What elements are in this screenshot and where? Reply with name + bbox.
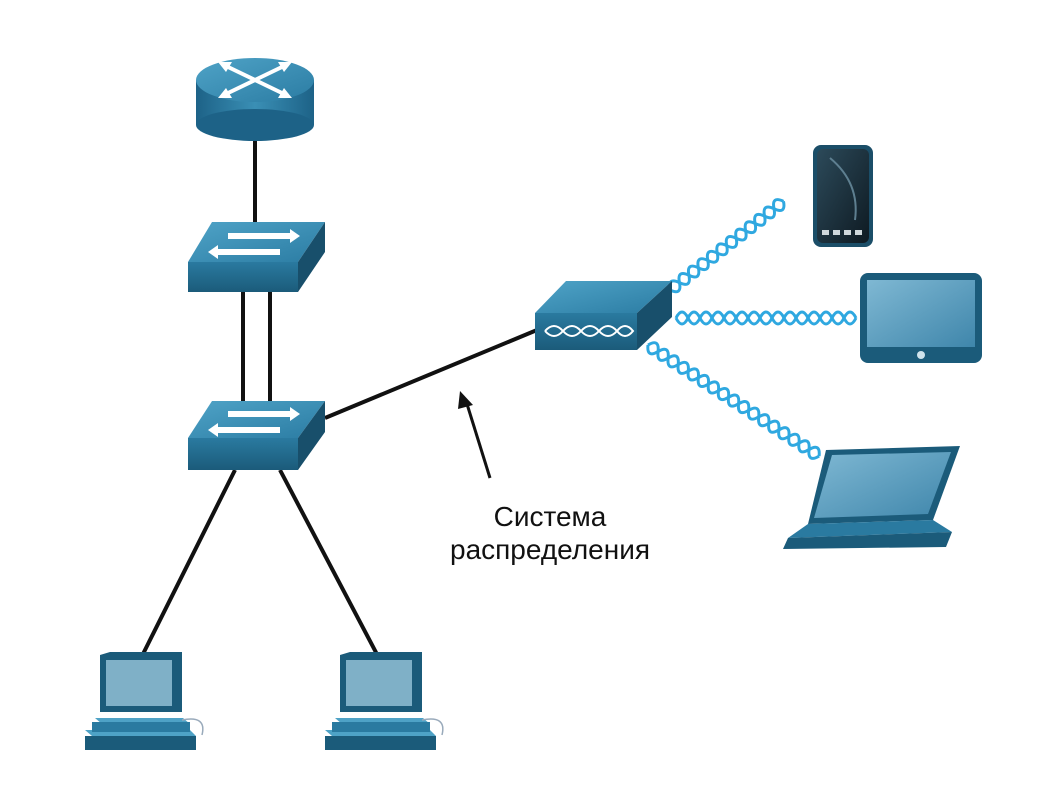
wireless-link-laptop [646,341,821,460]
distribution-system-label: Система распределения [420,500,680,566]
wireless-link-tablet [674,310,858,326]
distribution-system-label-line1: Система [493,501,607,532]
desktop-pc-right-icon [325,652,444,750]
link-access-switch-pc-right [278,469,382,661]
annotation-arrow [458,391,492,479]
router-icon [196,58,314,141]
core-switch-icon [188,222,325,292]
desktop-pc-left-icon [85,652,204,750]
wireless-link-smartphone [668,198,786,294]
wireless-links [646,198,858,460]
tablet-icon [860,273,982,363]
link-access-switch-pc-left [138,469,237,661]
link-access-switch-ap [324,328,538,420]
wireless-access-point-icon [535,281,672,350]
smartphone-icon [813,145,873,247]
access-switch-icon [188,401,325,470]
laptop-icon [783,446,960,549]
distribution-system-label-line2: распределения [450,534,650,565]
wired-links [138,130,538,661]
